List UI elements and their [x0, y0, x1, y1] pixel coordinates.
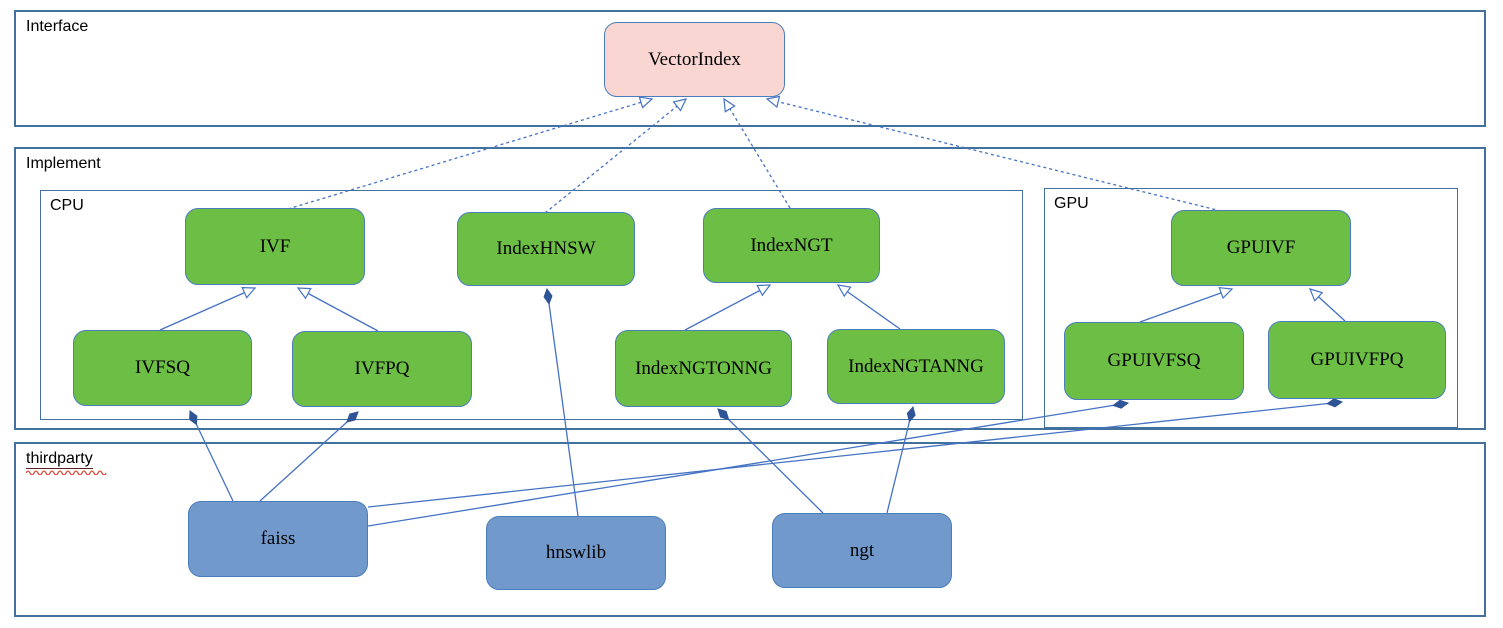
node-faiss[interactable]: faiss: [188, 501, 368, 577]
node-ivfpq-label: IVFPQ: [354, 358, 410, 379]
node-faiss-label: faiss: [260, 528, 296, 549]
node-hnswlib-label: hnswlib: [545, 542, 607, 563]
node-ngt-label: ngt: [849, 539, 875, 561]
node-indexhnsw-label: IndexHNSW: [496, 238, 596, 259]
node-gpuivfpq[interactable]: GPUIVFPQ: [1268, 321, 1446, 399]
node-indexngtanng-label: IndexNGTANNG: [848, 355, 984, 377]
node-ngt[interactable]: ngt: [772, 513, 952, 588]
node-indexngt[interactable]: IndexNGT: [703, 208, 880, 283]
node-ivfpq[interactable]: IVFPQ: [292, 331, 472, 407]
section-implement-label: Implement: [26, 155, 101, 172]
node-ivfsq-label: IVFSQ: [135, 357, 190, 378]
section-thirdparty-label: thirdparty: [26, 450, 93, 469]
node-vectorindex[interactable]: VectorIndex: [604, 22, 785, 97]
node-vectorindex-label: VectorIndex: [648, 48, 741, 70]
node-gpuivfsq[interactable]: GPUIVFSQ: [1064, 322, 1244, 400]
node-indexngtanng[interactable]: IndexNGTANNG: [827, 329, 1005, 404]
node-indexngtonng[interactable]: IndexNGTONNG: [615, 330, 792, 407]
node-ivf-label: IVF: [259, 235, 291, 257]
section-interface-label: Interface: [26, 18, 89, 35]
section-cpu-label: CPU: [50, 197, 84, 214]
node-indexhnsw[interactable]: IndexHNSW: [457, 212, 635, 286]
node-indexngtonng-label: IndexNGTONNG: [635, 357, 772, 379]
node-hnswlib[interactable]: hnswlib: [486, 516, 666, 590]
node-gpuivfsq-label: GPUIVFSQ: [1107, 350, 1201, 371]
node-ivf[interactable]: IVF: [185, 208, 365, 285]
node-indexngt-label: IndexNGT: [750, 234, 833, 256]
node-ivfsq[interactable]: IVFSQ: [73, 330, 252, 406]
node-gpuivf-label: GPUIVF: [1226, 237, 1296, 258]
node-gpuivf[interactable]: GPUIVF: [1171, 210, 1351, 286]
section-gpu-label: GPU: [1054, 195, 1089, 212]
spellcheck-squiggle-icon: [26, 470, 107, 475]
section-thirdparty-label-wrap: thirdparty: [26, 450, 110, 475]
node-gpuivfpq-label: GPUIVFPQ: [1310, 349, 1404, 370]
